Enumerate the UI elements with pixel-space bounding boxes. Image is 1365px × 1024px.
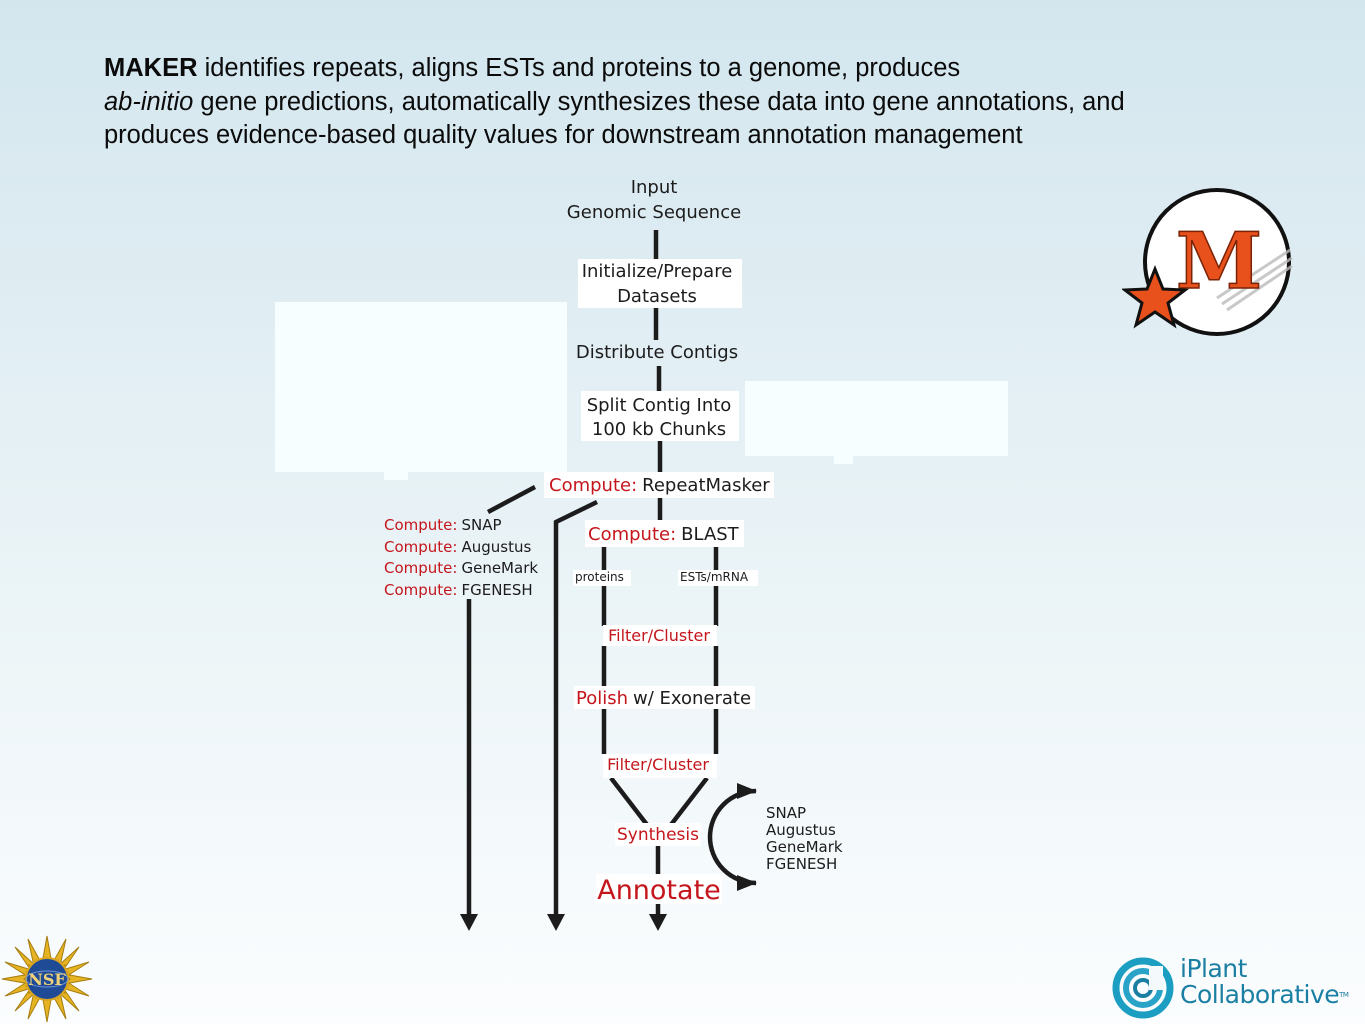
loop-label-snap: SNAP (766, 804, 806, 822)
compute-prefix: Compute: (384, 581, 457, 599)
blank-panel-left (275, 302, 567, 472)
augustus-name: Augustus (461, 538, 531, 556)
intro-paragraph: MAKER identifies repeats, aligns ESTs an… (104, 52, 1224, 153)
nsf-logo: NSF (1, 935, 93, 1023)
compute-prefix: Compute: (384, 559, 457, 577)
label-distribute-contigs: Distribute Contigs (576, 342, 738, 363)
iplant-line-1: iPlant (1180, 954, 1247, 983)
iplant-tm: TM (1339, 991, 1349, 999)
feedback-loop (707, 788, 757, 886)
maker-logo: M (1122, 188, 1293, 336)
loop-label-genemark: GeneMark (766, 838, 843, 856)
blast-name: BLAST (681, 524, 740, 545)
label-genomic-sequence: Genomic Sequence (567, 202, 741, 223)
label-chunks: 100 kb Chunks (592, 419, 726, 440)
arrow-loop-bottom (737, 875, 757, 891)
polish-word: Polish (576, 688, 628, 709)
exonerate-word: w/ Exonerate (633, 688, 751, 709)
line-repeatmasker-bypass (553, 499, 598, 914)
flow-lines (466, 230, 757, 916)
blank-panel-right (745, 381, 1008, 456)
label-compute-genemark: Compute:GeneMark (384, 559, 538, 577)
iplant-logo: iPlant CollaborativeTM (1112, 950, 1362, 1020)
blank-panel-right-tab (834, 454, 853, 464)
iplant-swirl-icon (1112, 957, 1174, 1019)
line-synthesis-right (668, 776, 709, 828)
nsf-text: NSF (28, 970, 66, 989)
label-input: Input (631, 177, 678, 198)
snap-name: SNAP (461, 516, 501, 534)
label-compute-snap: Compute:SNAP (384, 516, 502, 534)
label-compute-augustus: Compute:Augustus (384, 538, 531, 556)
label-backgrounds (544, 259, 774, 904)
label-compute-fgenesh: Compute:FGENESH (384, 581, 533, 599)
arrowheads (460, 783, 757, 931)
arrow-loop-top (737, 783, 757, 799)
compute-prefix: Compute: (384, 516, 457, 534)
label-synthesis: Synthesis (617, 825, 699, 845)
intro-italic: ab-initio (104, 87, 194, 116)
star-icon (1122, 264, 1190, 329)
label-split-contig: Split Contig Into (587, 395, 732, 416)
label-filter-cluster-1: Filter/Cluster (608, 626, 710, 645)
genemark-name: GeneMark (461, 559, 538, 577)
line-to-abinitio (486, 485, 537, 514)
intro-text-2: gene predictions, automatically synthesi… (104, 87, 1125, 150)
blank-panel-left-tab (384, 470, 408, 480)
iplant-collaborative: Collaborative (1180, 980, 1340, 1009)
maker-logo-letter: M (1176, 216, 1262, 307)
iplant-line-2: CollaborativeTM (1180, 980, 1349, 1009)
label-ests-mrna: ESTs/mRNA (680, 570, 749, 584)
repeatmasker-name: RepeatMasker (642, 475, 770, 496)
compute-prefix: Compute: (549, 475, 637, 496)
loop-label-augustus: Augustus (766, 821, 836, 839)
maker-name: MAKER (104, 54, 198, 82)
line-synthesis-left (609, 776, 650, 828)
intro-text-1: identifies repeats, aligns ESTs and prot… (197, 54, 961, 82)
label-proteins: proteins (575, 570, 624, 584)
label-annotate: Annotate (597, 875, 721, 906)
iplant-wordmark: iPlant CollaborativeTM (1180, 954, 1349, 1009)
arrow-annotate (649, 914, 667, 931)
label-compute-blast: Compute:BLAST (588, 524, 740, 545)
arrow-bypass (547, 914, 565, 931)
label-initialize: Initialize/Prepare (582, 261, 733, 282)
label-filter-cluster-2: Filter/Cluster (607, 755, 709, 774)
label-compute-repeatmasker: Compute:RepeatMasker (549, 475, 770, 496)
compute-prefix: Compute: (588, 524, 676, 545)
label-datasets: Datasets (617, 286, 697, 307)
arrow-abinitio (460, 914, 478, 931)
loop-label-fgenesh: FGENESH (766, 855, 837, 873)
compute-prefix: Compute: (384, 538, 457, 556)
fgenesh-name: FGENESH (461, 581, 532, 599)
